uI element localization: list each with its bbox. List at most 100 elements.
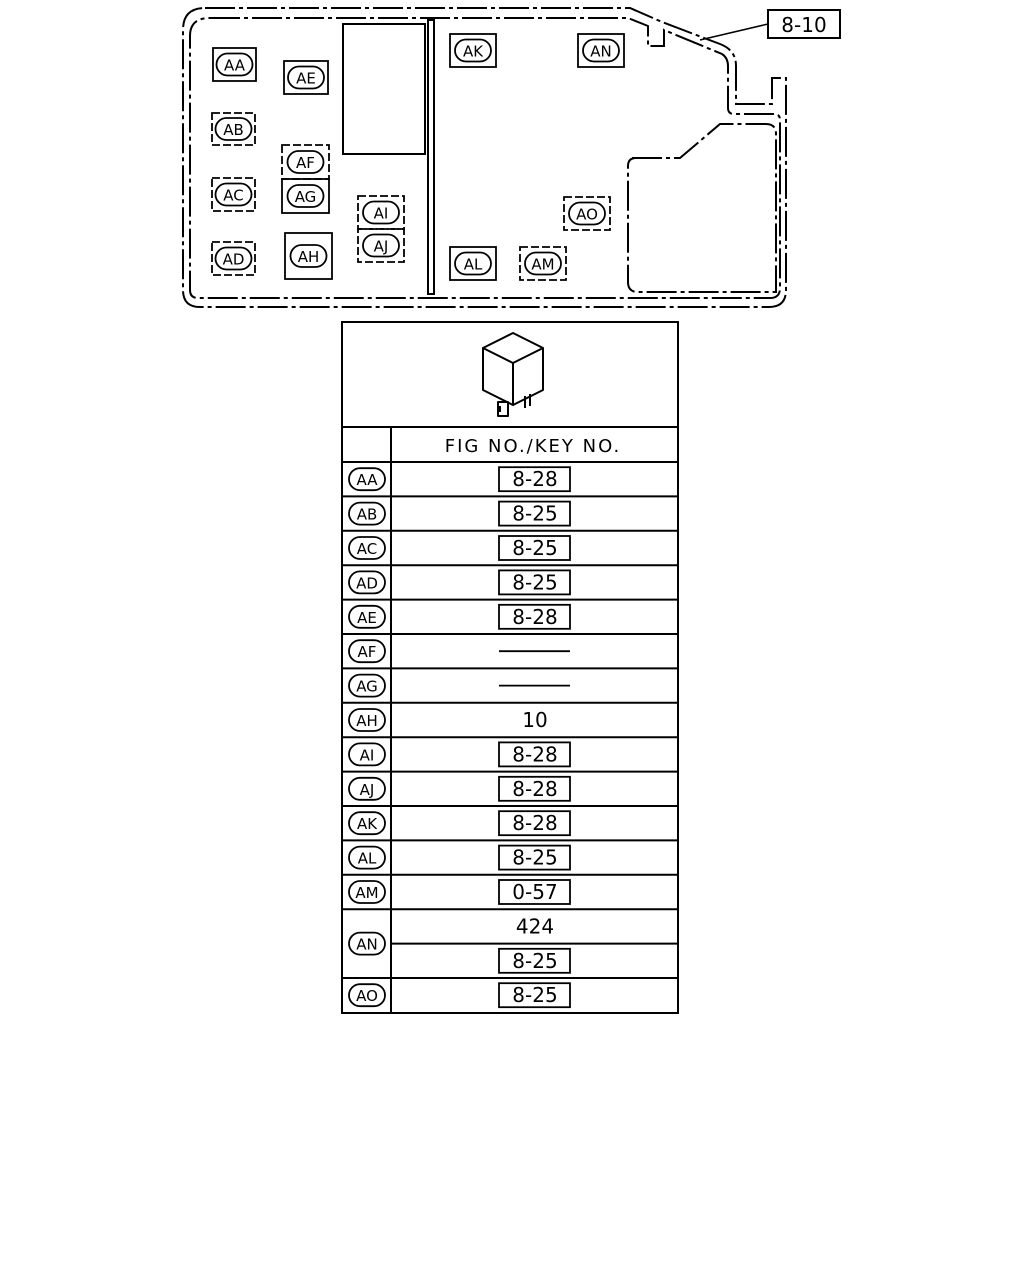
badge-label: AK: [463, 43, 484, 61]
badge-capsule: [348, 931, 386, 956]
row-value: 424: [516, 914, 554, 938]
location-frame: [449, 246, 497, 281]
badge-label: AC: [357, 540, 377, 558]
location-ad: AD: [211, 241, 256, 276]
location-frame: [211, 112, 256, 146]
location-frame: [281, 178, 330, 214]
location-aj: AJ: [357, 228, 405, 263]
badge-label: AG: [295, 188, 317, 206]
table-header-label: FIG NO./KEY NO.: [445, 436, 622, 457]
badge-capsule: [348, 983, 386, 1008]
location-badge: AL: [454, 251, 492, 276]
value-box: [498, 603, 571, 630]
row-value: 8-25: [512, 502, 557, 526]
badge-capsule: [568, 201, 606, 226]
value-box: [498, 535, 571, 561]
table-row: AG: [342, 673, 678, 704]
row-value: 8-25: [512, 536, 557, 560]
badge-capsule: [348, 639, 386, 664]
location-badge: AE: [287, 65, 325, 90]
row-value: 8-28: [512, 742, 557, 766]
value-box: [498, 810, 571, 837]
badge-capsule: [214, 117, 253, 141]
location-ae: AE: [283, 60, 329, 95]
row-value: 10: [522, 708, 547, 732]
row-value: 8-28: [512, 605, 557, 629]
badge-label: AL: [358, 850, 377, 868]
badge-label: AC: [223, 187, 243, 205]
location-badge: AH: [289, 244, 328, 268]
badge-capsule: [348, 536, 386, 560]
badge-capsule: [289, 244, 328, 268]
badge-capsule: [454, 38, 492, 63]
location-frame: [284, 232, 333, 280]
row-key-badge: AE: [348, 604, 386, 629]
table-row: AN 424 8-25: [342, 914, 678, 979]
location-badge: AO: [568, 201, 606, 226]
location-am: AM: [519, 246, 567, 281]
table-row: AE 8-28: [342, 603, 678, 635]
badge-label: AB: [357, 506, 378, 524]
badge-label: AO: [576, 206, 598, 224]
badge-label: AN: [356, 936, 377, 954]
location-badge: AK: [454, 38, 492, 63]
table-row: AM 0-57: [342, 879, 678, 911]
badge-capsule: [454, 251, 492, 276]
badge-capsule: [348, 604, 386, 629]
location-frame: [211, 241, 256, 276]
location-frame: [449, 33, 497, 68]
badge-capsule: [287, 65, 325, 90]
badge-capsule: [214, 182, 253, 207]
row-value: 8-25: [512, 949, 557, 973]
panel-inner-outline: [189, 17, 781, 299]
row-key-badge: AO: [348, 983, 386, 1008]
badge-capsule: [348, 845, 386, 870]
badge-capsule: [362, 200, 400, 225]
badge-capsule: [348, 570, 386, 595]
row-key-badge: AI: [348, 742, 386, 767]
relay-box-panel: [182, 7, 787, 308]
value-box: [498, 741, 571, 768]
table-row: AO 8-25: [348, 982, 571, 1009]
value-box: [498, 947, 571, 974]
location-ai: AI: [357, 195, 405, 230]
location-badge: AJ: [362, 233, 400, 258]
location-frame: [519, 246, 567, 281]
badge-capsule: [348, 811, 386, 836]
row-value: 0-57: [512, 880, 557, 904]
location-an: AN: [577, 33, 625, 68]
badge-label: AE: [357, 609, 377, 627]
panel-right-compartment: [627, 123, 777, 293]
panel-divider: [427, 19, 435, 295]
badge-label: AI: [374, 205, 389, 223]
badge-capsule: [582, 38, 620, 63]
row-key-badge: AB: [348, 501, 386, 526]
row-key-badge: AM: [348, 880, 386, 904]
location-badge: AB: [214, 117, 253, 141]
badge-label: AJ: [374, 238, 389, 256]
badge-label: AD: [223, 251, 245, 269]
badge-label: AM: [531, 256, 554, 274]
row-key-badge: AK: [348, 811, 386, 836]
location-ah: AH: [284, 232, 333, 280]
location-badge: AC: [214, 182, 253, 207]
value-box: [498, 844, 571, 871]
row-key-badge: AL: [348, 845, 386, 870]
badge-label: AI: [360, 746, 375, 764]
location-ao: AO: [563, 196, 611, 231]
table-row: AF: [342, 639, 678, 670]
location-ab: AB: [211, 112, 256, 146]
row-key-badge: AJ: [348, 776, 386, 801]
value-box: [498, 500, 571, 527]
location-ac: AC: [211, 177, 256, 212]
location-badge: AG: [286, 184, 325, 208]
ref-leader: [699, 23, 769, 41]
row-value: 8-25: [512, 570, 557, 594]
badge-capsule: [348, 467, 386, 492]
row-value: 8-25: [512, 983, 557, 1007]
location-frame: [211, 177, 256, 212]
badge-label: AM: [355, 884, 378, 902]
